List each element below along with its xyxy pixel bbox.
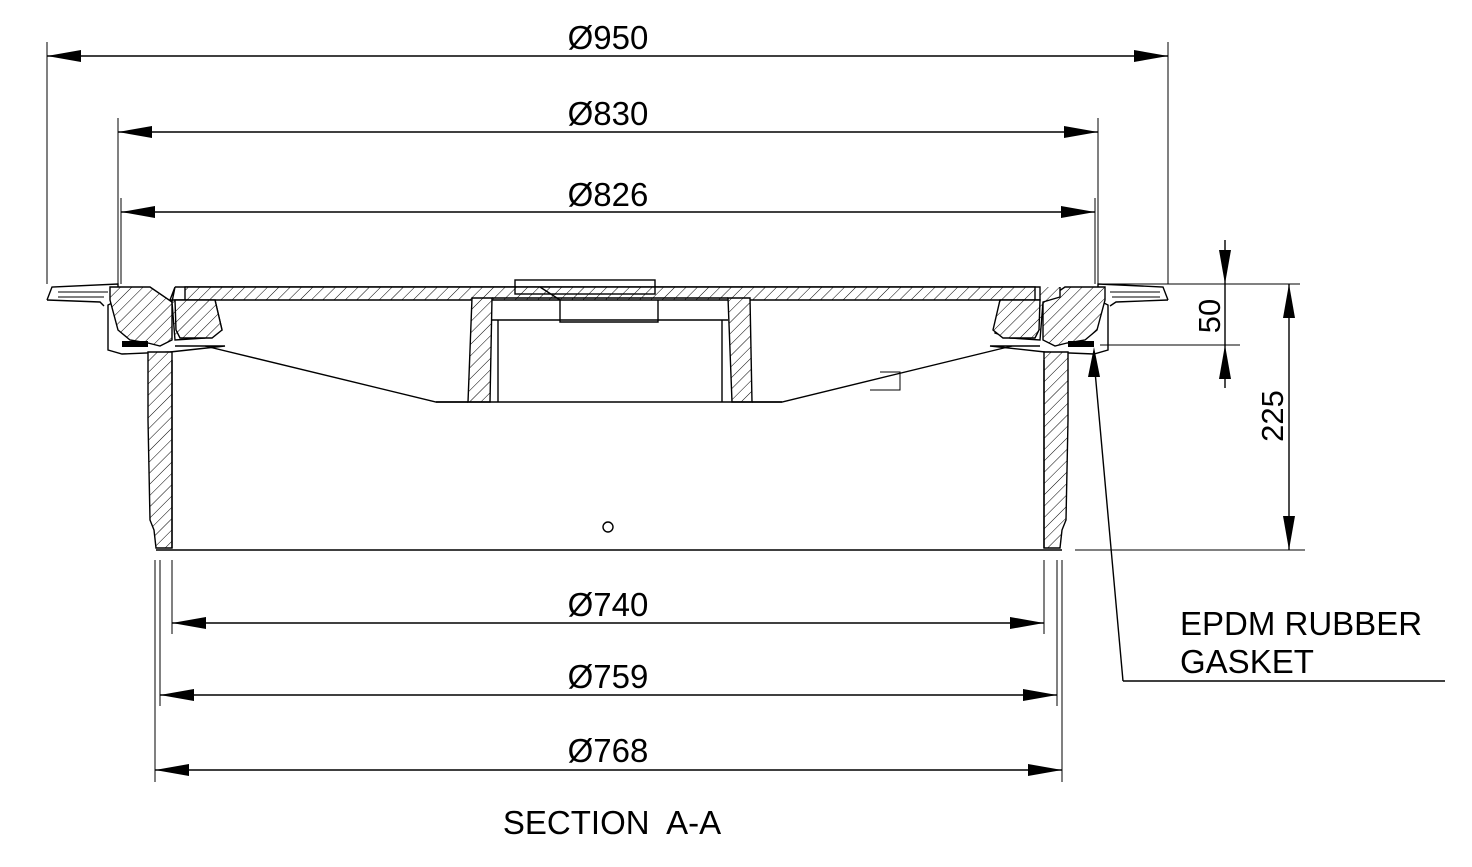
dim-950: Ø950	[46, 19, 1169, 284]
frame-rim	[46, 283, 1169, 355]
gasket-left	[122, 341, 148, 347]
drain-hole	[602, 521, 614, 533]
gasket-right	[1068, 341, 1094, 347]
dim-830: Ø830	[117, 95, 1099, 284]
cover-underside	[204, 345, 1013, 403]
frame-section-left	[109, 286, 173, 347]
dim-759-label: Ø759	[568, 658, 649, 695]
dim-759: Ø759	[159, 560, 1058, 706]
dim-826-label: Ø826	[568, 176, 649, 213]
frame-skirt-right	[1043, 351, 1069, 549]
dim-225: 225	[1075, 283, 1305, 551]
dim-225-label: 225	[1255, 390, 1290, 442]
dim-50: 50	[1100, 240, 1240, 388]
dim-768-label: Ø768	[568, 732, 649, 769]
central-boss-left	[467, 297, 493, 403]
dim-830-label: Ø830	[568, 95, 649, 132]
dim-740-label: Ø740	[568, 586, 649, 623]
section-caption: SECTION A-A	[503, 804, 721, 841]
callout-line2: GASKET	[1180, 643, 1314, 680]
cover-rib-left	[174, 299, 223, 339]
dim-768: Ø768	[154, 560, 1063, 782]
callout-line1: EPDM RUBBER	[1180, 605, 1422, 642]
dim-50-label: 50	[1192, 299, 1227, 333]
cover-rib-right	[992, 299, 1041, 339]
central-boss-right	[727, 297, 753, 403]
gasket-callout: EPDM RUBBER GASKET	[1088, 347, 1445, 682]
dim-826: Ø826	[120, 176, 1096, 284]
dim-740: Ø740	[171, 560, 1045, 634]
dim-950-label: Ø950	[568, 19, 649, 56]
frame-skirt-left	[147, 351, 173, 549]
